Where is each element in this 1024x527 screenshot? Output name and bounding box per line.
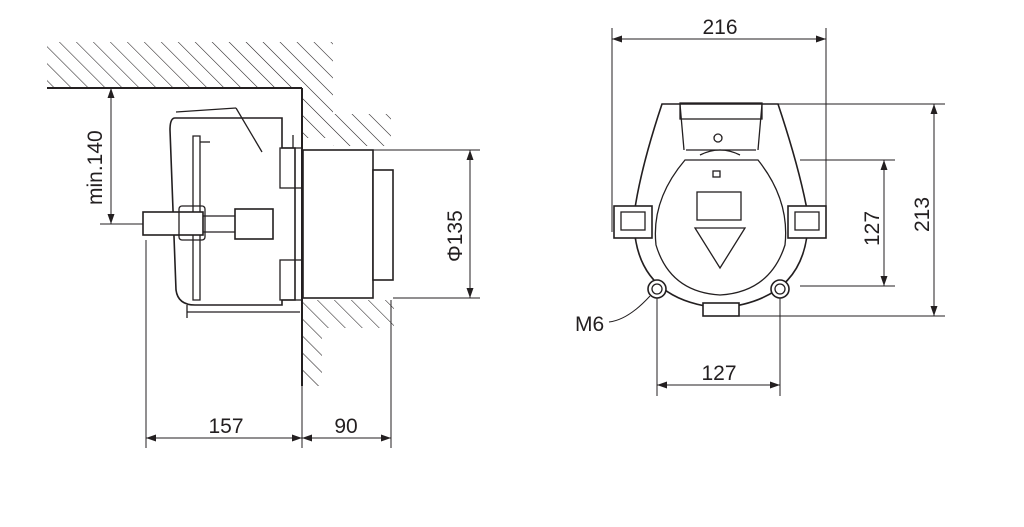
dimension-diameter-label: Φ135	[444, 210, 467, 262]
top-edge	[175, 107, 237, 113]
dimension-clearance-label: min.140	[84, 130, 107, 205]
thread-leader	[608, 295, 651, 323]
dimension-hole-horizontal-label: 127	[701, 362, 736, 385]
front-view: 216 213 127 127 M6	[575, 16, 945, 396]
mount-hole-left	[647, 279, 667, 299]
clamp-left	[613, 205, 653, 239]
leader-top	[235, 107, 263, 153]
housing-body	[302, 149, 374, 299]
handle-clip	[234, 208, 274, 240]
dimension-overall-width-label: 216	[702, 16, 737, 39]
lens-rim	[192, 135, 201, 301]
wall-hatch-bottom	[302, 328, 322, 386]
dimension-width-label: 157	[208, 415, 243, 438]
mount-block-upper	[279, 147, 303, 189]
wall-hatch-upper	[302, 88, 333, 138]
label-window	[696, 191, 742, 221]
side-view: min.140 Φ135 157 90	[47, 42, 480, 448]
housing-back	[372, 169, 394, 281]
mount-block-lower	[279, 259, 303, 301]
dimension-depth-label: 90	[334, 415, 357, 438]
mount-hole-right	[770, 279, 790, 299]
dimension-overall-height-label: 213	[911, 197, 934, 232]
wall-hatch-lower	[302, 300, 394, 328]
warning-triangle	[693, 227, 747, 270]
dimension-hole-vertical-label: 127	[861, 211, 884, 246]
wall-hatch-mid	[333, 114, 391, 146]
clamp-right	[787, 205, 827, 239]
handle-bar	[142, 211, 204, 236]
thread-label: M6	[575, 313, 604, 336]
bottom-tab	[702, 302, 740, 317]
front-inner-face	[654, 159, 787, 296]
ceiling-hatch	[47, 42, 333, 88]
